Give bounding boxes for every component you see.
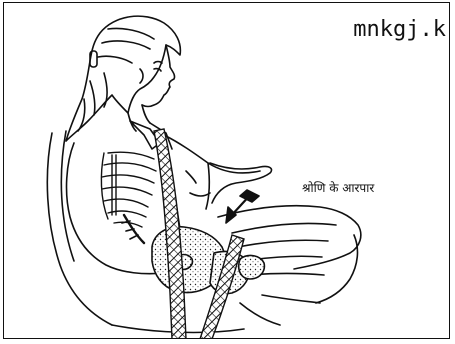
ribcage xyxy=(101,152,156,227)
header-text: mnkgj.k xyxy=(353,17,446,42)
figure-frame: mnkgj.k श्रोणि के आरपार xyxy=(3,2,450,339)
face-profile xyxy=(142,45,175,107)
callout-label: श्रोणि के आरपार xyxy=(302,179,374,196)
woman-seatbelt-illustration xyxy=(4,3,450,339)
